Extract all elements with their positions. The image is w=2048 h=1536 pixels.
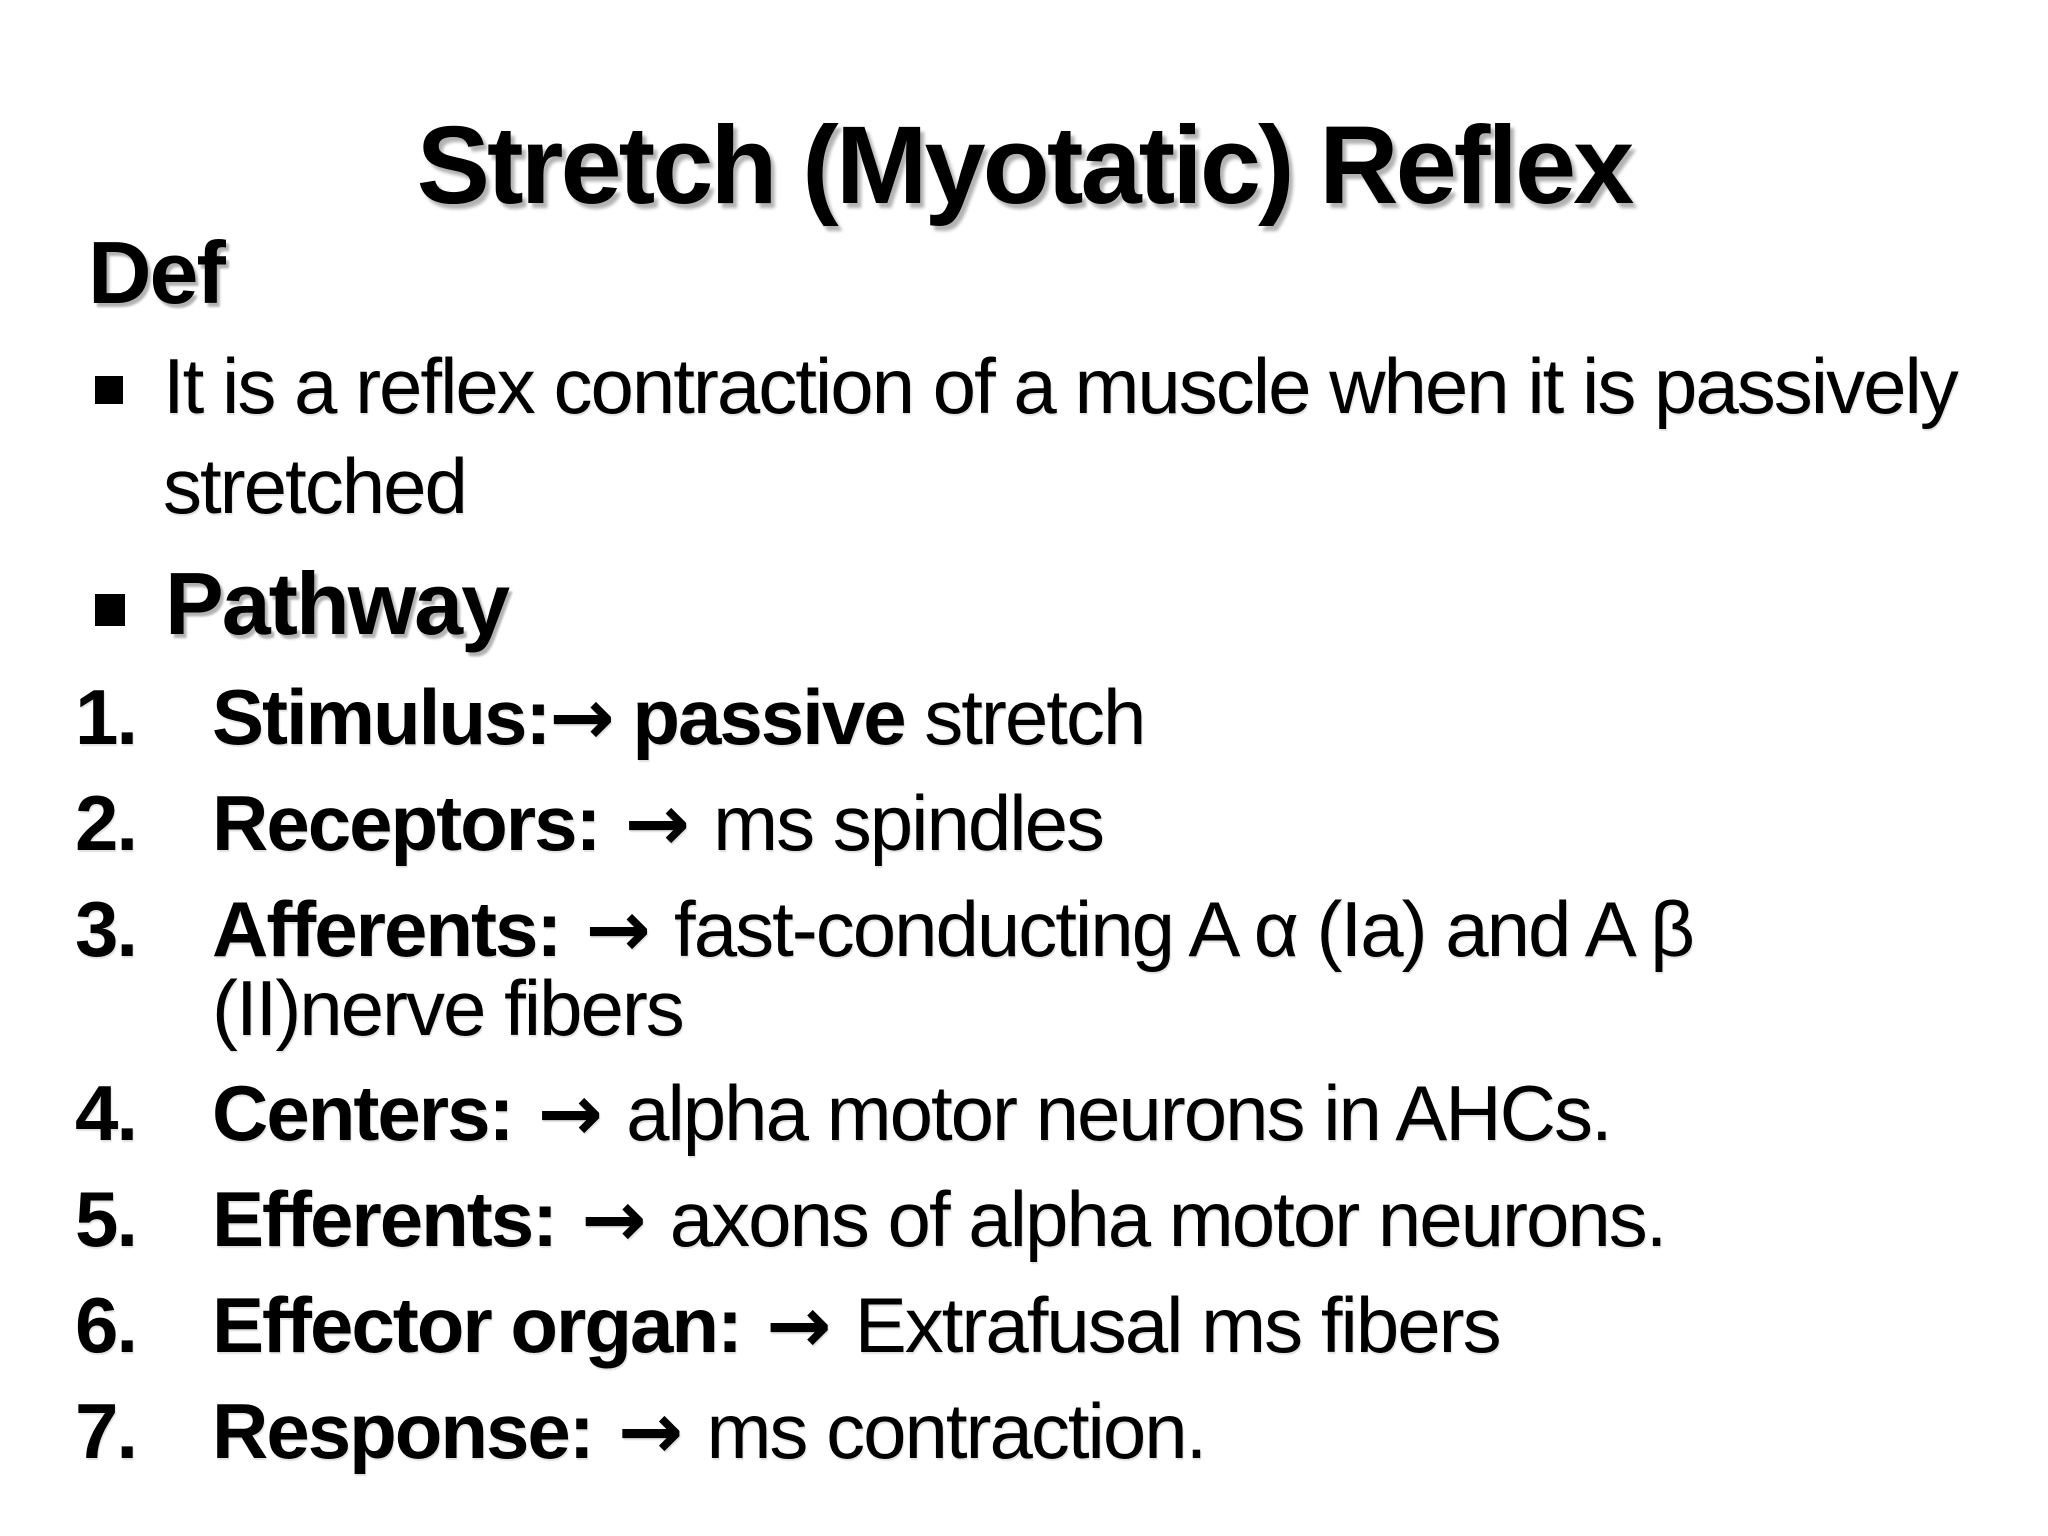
- step-number: 1.: [75, 673, 138, 761]
- step-rest-text: stretch: [904, 673, 1146, 761]
- step-label: Stimulus:: [212, 673, 551, 761]
- step-rest-text: ms contraction.: [706, 1387, 1207, 1475]
- step-label: Centers:: [212, 1069, 514, 1157]
- right-arrow-icon: →: [599, 779, 714, 869]
- pathway-heading: Pathway: [165, 554, 510, 653]
- step-number: 4.: [75, 1069, 138, 1157]
- step-label: Receptors:: [212, 779, 601, 867]
- square-bullet-icon: [95, 376, 123, 404]
- step-text: Afferents: → fast-conducting A α (Ia) an…: [212, 890, 1957, 1047]
- definition-text: It is a reflex contraction of a muscle w…: [163, 342, 1959, 530]
- step-rest-text: Extrafusal ms fibers: [854, 1281, 1502, 1369]
- slide-title: Stretch (Myotatic) Reflex: [416, 103, 1635, 227]
- step-efferents: 5. Efferents: → axons of alpha motor neu…: [75, 1180, 1957, 1259]
- right-arrow-icon: →: [556, 1175, 670, 1265]
- step-label: Effector organ:: [212, 1281, 743, 1369]
- right-arrow-icon: →: [592, 1387, 707, 1477]
- def-heading: Def: [88, 223, 226, 322]
- step-rest-text: axons of alpha motor neurons.: [669, 1175, 1668, 1263]
- step-text: Centers: → alpha motor neurons in AHCs.: [212, 1074, 1957, 1153]
- step-text: Receptors: → ms spindles: [212, 784, 1957, 863]
- pathway-steps-list: 1. Stimulus:→ passive stretch 2. Recepto…: [75, 678, 1957, 1498]
- step-label: Response:: [212, 1387, 595, 1475]
- step-number: 5.: [75, 1175, 138, 1263]
- step-label: Afferents:: [212, 885, 562, 973]
- step-rest-text: alpha motor neurons in AHCs.: [626, 1069, 1613, 1157]
- square-bullet-icon: [95, 594, 125, 626]
- step-label: Efferents:: [212, 1175, 558, 1263]
- step-afferents: 3. Afferents: → fast-conducting A α (Ia)…: [75, 890, 1957, 1047]
- step-text: Efferents: → axons of alpha motor neuron…: [212, 1180, 1957, 1259]
- step-centers: 4. Centers: → alpha motor neurons in AHC…: [75, 1074, 1957, 1153]
- step-text: Stimulus:→ passive stretch: [212, 678, 1957, 757]
- step-effector-organ: 6. Effector organ: → Extrafusal ms fiber…: [75, 1286, 1957, 1365]
- step-response: 7. Response: → ms contraction.: [75, 1392, 1957, 1471]
- step-bold-text: passive: [612, 673, 906, 761]
- right-arrow-icon: →: [741, 1281, 855, 1371]
- step-rest-text: ms spindles: [713, 779, 1105, 867]
- right-arrow-icon: →: [560, 885, 675, 975]
- step-number: 3.: [75, 885, 138, 973]
- right-arrow-icon: →: [512, 1069, 627, 1159]
- step-receptors: 2. Receptors: → ms spindles: [75, 784, 1957, 863]
- step-number: 7.: [75, 1387, 138, 1475]
- definition-bullet-row: It is a reflex contraction of a muscle w…: [95, 336, 2000, 536]
- step-text: Effector organ: → Extrafusal ms fibers: [212, 1286, 1957, 1365]
- right-arrow-icon: →: [549, 673, 614, 763]
- step-text: Response: → ms contraction.: [212, 1392, 1957, 1471]
- step-stimulus: 1. Stimulus:→ passive stretch: [75, 678, 1957, 757]
- step-number: 2.: [75, 779, 138, 867]
- step-rest-text: fast-conducting A α (Ia) and A β (II)ner…: [212, 885, 1713, 1052]
- step-number: 6.: [75, 1281, 138, 1369]
- pathway-bullet-row: Pathway: [95, 554, 510, 653]
